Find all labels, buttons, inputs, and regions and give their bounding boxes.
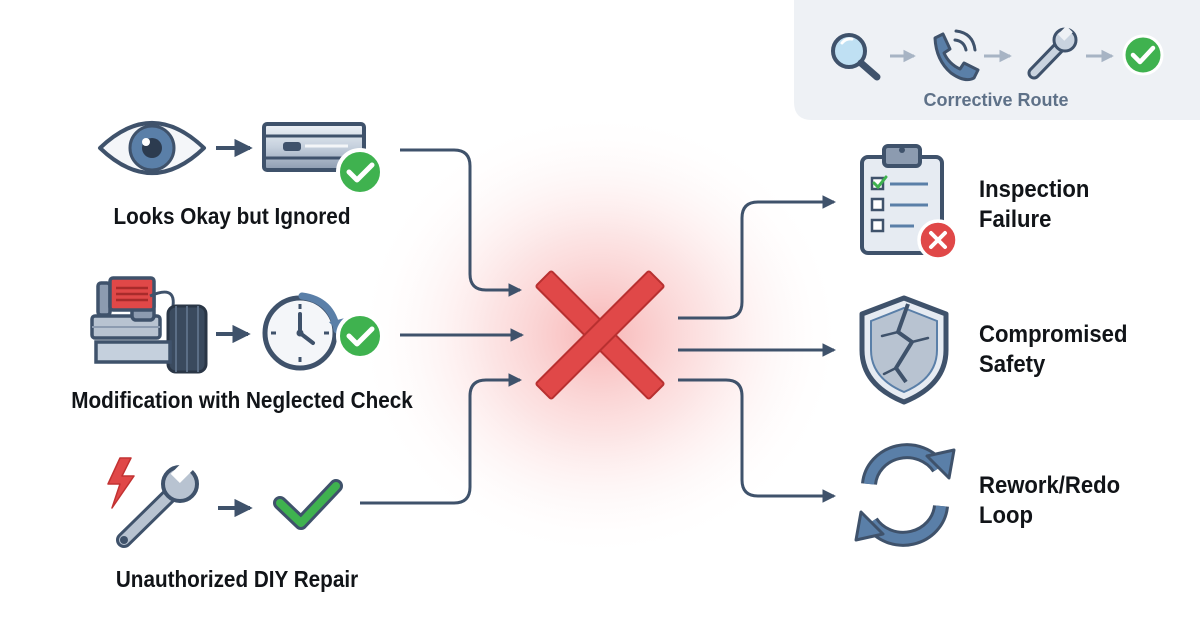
- rework-loop-icon: [854, 443, 956, 547]
- clipboard-fail-icon: [860, 144, 959, 261]
- check-badge-icon: [336, 312, 384, 360]
- outcome-label-compromised-safety: Compromised Safety: [979, 320, 1127, 380]
- outcome-label-line1: Inspection: [979, 176, 1090, 203]
- cause-diy-repair: [107, 373, 523, 548]
- lightning-wrench-icon: [107, 457, 199, 548]
- eye-icon: [98, 121, 206, 175]
- clock-icon: [262, 292, 345, 371]
- outcome-label-rework-loop: Rework/Redo Loop: [979, 471, 1120, 531]
- cause-looks-okay: [98, 121, 523, 297]
- cause-label-modification: Modification with Neglected Check: [71, 387, 413, 413]
- outcome-label-line2: Safety: [979, 351, 1046, 378]
- cause-label-looks-okay: Looks Okay but Ignored: [113, 203, 351, 229]
- wrench-icon: [1027, 25, 1078, 80]
- outcome-label-line1: Compromised: [979, 321, 1128, 348]
- red-x-icon: [535, 270, 665, 400]
- cause-modification: [90, 276, 525, 374]
- engine-modification-icon: [90, 276, 208, 374]
- outcome-label-line2: Loop: [979, 502, 1033, 529]
- row3-connector: [360, 373, 523, 505]
- check-circle-icon: [1122, 34, 1164, 76]
- outcome-label-inspection-failure: Inspection Failure: [979, 175, 1089, 235]
- magnifier-icon: [831, 33, 881, 81]
- outcome-label-line2: Failure: [979, 206, 1052, 233]
- corrective-route-panel: [794, 0, 1200, 120]
- metal-bracket-icon: [262, 122, 366, 172]
- check-badge-icon: [336, 148, 384, 196]
- row1-connector: [400, 148, 523, 297]
- outcome-connector-3: [678, 378, 837, 503]
- cracked-shield-icon: [859, 295, 949, 405]
- outcome-connector-1: [678, 195, 837, 320]
- cause-label-diy-repair: Unauthorized DIY Repair: [115, 566, 359, 592]
- outcome-label-line1: Rework/Redo: [979, 472, 1121, 499]
- phone-icon: [933, 29, 980, 82]
- corrective-route-label: Corrective Route: [923, 90, 1069, 110]
